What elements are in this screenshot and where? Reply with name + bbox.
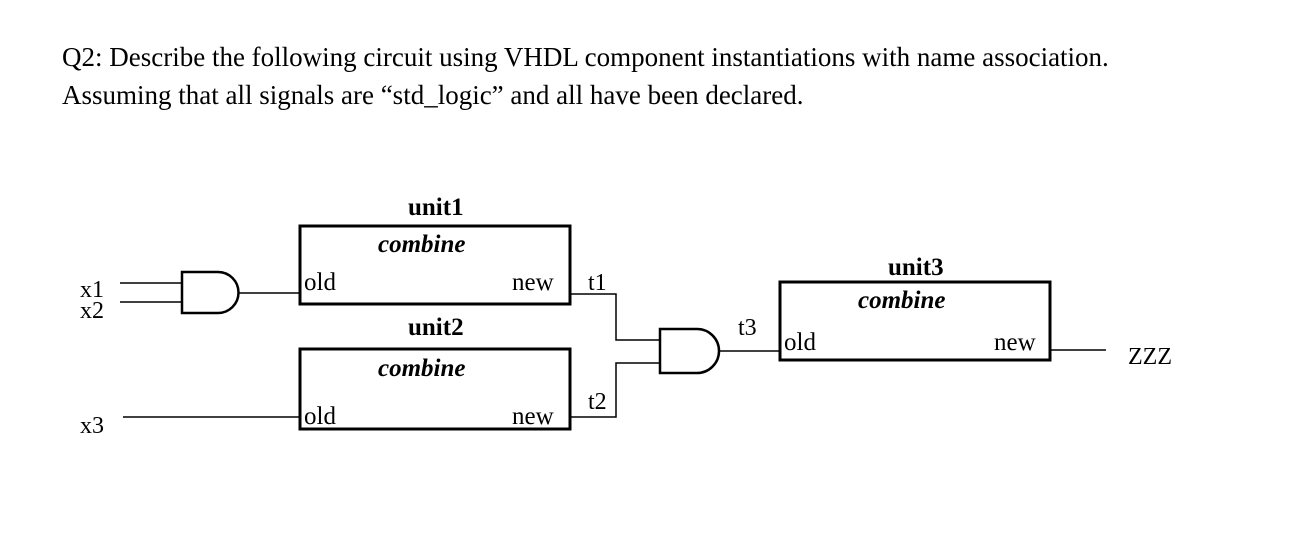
unit3-block: unit3 combine old new xyxy=(778,254,1052,362)
input-label-x1: x1 xyxy=(80,277,104,303)
unit1-box xyxy=(298,224,572,306)
input-label-x3: x3 xyxy=(80,413,104,439)
unit2-port-old: old xyxy=(304,403,336,430)
signal-label-t1: t1 xyxy=(588,270,607,296)
output-label-zzz: ZZZ xyxy=(1128,344,1172,370)
unit2-port-new: new xyxy=(512,403,554,430)
unit2-instance-label: unit2 xyxy=(408,314,464,341)
wire-t2 xyxy=(570,362,660,418)
unit1-port-old: old xyxy=(304,269,336,296)
unit1-port-new: new xyxy=(512,269,554,296)
unit1-block: unit1 combine old new xyxy=(298,194,572,306)
input-label-x2: x2 xyxy=(80,298,104,324)
unit3-port-old: old xyxy=(784,329,816,356)
unit1-component-label: combine xyxy=(378,231,466,258)
wire-t1 xyxy=(570,293,660,341)
unit2-component-label: combine xyxy=(378,355,466,382)
question-line-1: Q2: Describe the following circuit using… xyxy=(62,42,1109,72)
unit2-box xyxy=(298,347,572,431)
unit3-component-label: combine xyxy=(858,287,946,314)
signal-label-t3: t3 xyxy=(738,315,757,341)
question-line-2: Assuming that all signals are “std_logic… xyxy=(62,80,804,110)
unit2-block: unit2 combine old new xyxy=(298,314,572,431)
question-text: Q2: Describe the following circuit using… xyxy=(62,38,1282,114)
unit3-instance-label: unit3 xyxy=(888,254,944,281)
unit3-port-new: new xyxy=(994,329,1036,356)
unit1-instance-label: unit1 xyxy=(408,194,464,221)
and-gate-1 xyxy=(180,270,240,315)
and-gate-2 xyxy=(658,327,721,375)
unit3-box xyxy=(778,280,1052,362)
signal-label-t2: t2 xyxy=(588,389,607,415)
